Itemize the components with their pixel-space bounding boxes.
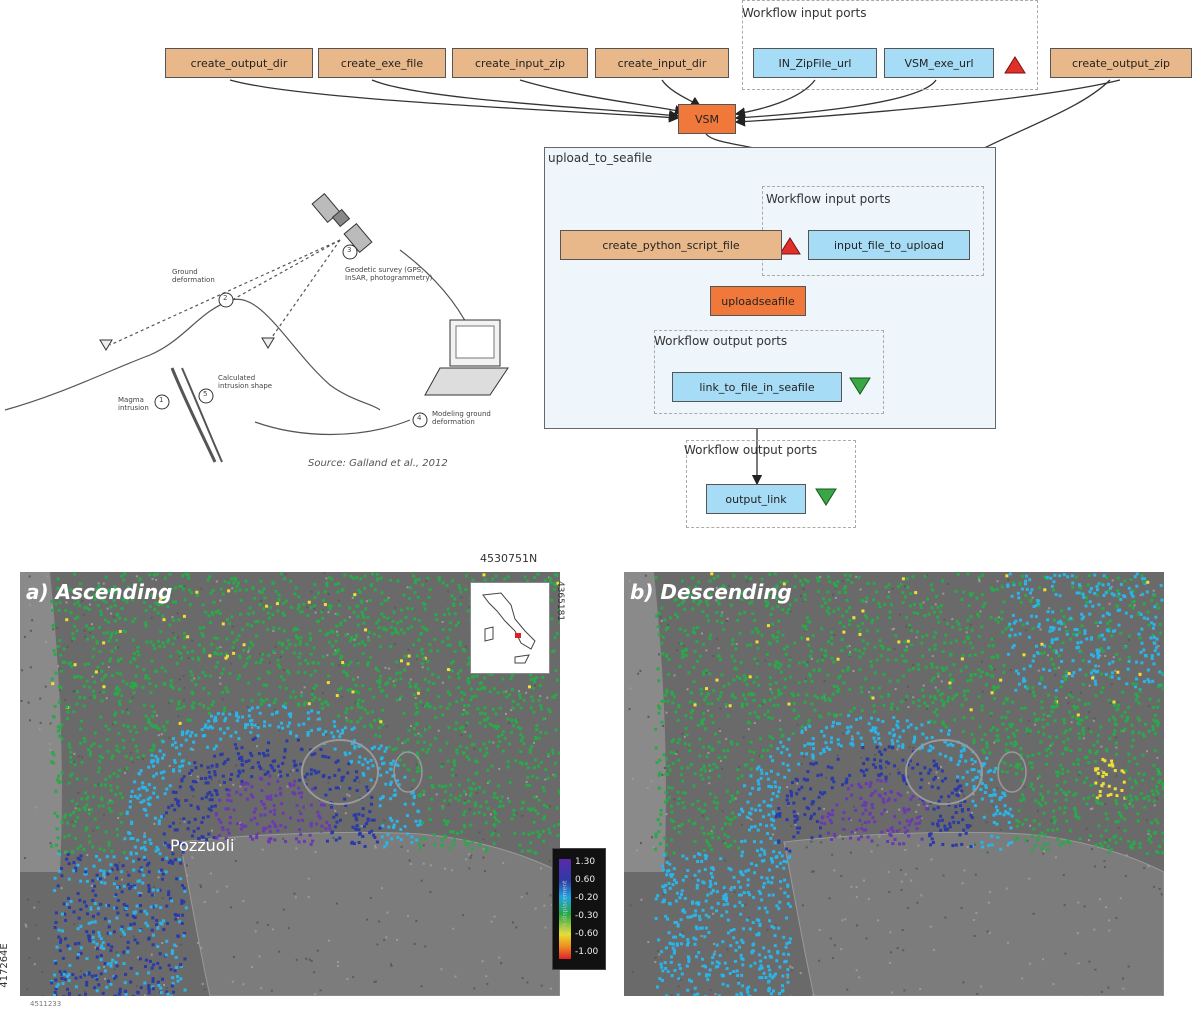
coord-top: 4530751N [480,552,538,565]
outer-output-ports-frame [686,440,856,528]
legend-tick: 0.60 [575,875,596,885]
map-descending-svg [624,572,1164,996]
node-link-to-file-in-seafile[interactable]: link_to_file_in_seafile [672,372,842,402]
magma-dike [170,367,217,463]
place-pozzuoli: Pozzuoli [170,836,235,855]
upload-group-label: upload_to_seafile [548,151,653,165]
step-numbers [154,244,428,428]
node-create-exe-file[interactable]: create_exe_file [318,48,446,78]
node-output-link[interactable]: output_link [706,484,806,514]
legend-tick: -0.20 [575,893,599,903]
edge-exe-file-vsm [371,79,680,121]
legend-tick: -0.60 [575,929,599,939]
label-modeling-deformation: Modeling ground deformation [432,410,491,426]
panel-b-title: b) Descending [630,580,792,604]
outer-output-ports-label: Workflow output ports [684,443,818,457]
label-magma-intrusion: Magma intrusion [118,396,149,412]
legend-tick: -1.00 [575,947,599,957]
outer-output-port-triangle-icon [815,488,837,506]
cycle-arc-bottom [254,419,411,436]
satellite-icon [311,192,373,254]
edge-outzip-vsm [734,79,1121,127]
italy-outline [482,592,536,650]
node-create-input-zip[interactable]: create_input_zip [452,48,588,78]
node-uploadseafile[interactable]: uploadseafile [710,286,806,316]
survey-ray-2 [231,239,341,301]
displacement-legend: LOS displacement 1.30 0.60 -0.20 -0.30 -… [552,848,606,970]
map-panel-descending: b) Descending [624,572,1164,996]
node-vsm-exe-url[interactable]: VSM_exe_url [884,48,994,78]
node-input-file-to-upload[interactable]: input_file_to_upload [808,230,970,260]
map-panel-ascending: a) Ascending Pozzuoli [20,572,560,996]
sketch-source: Source: Galland et al., 2012 [308,458,448,469]
node-create-output-zip[interactable]: create_output_zip [1050,48,1192,78]
legend-colorbar [559,859,571,959]
panel-a-title: a) Ascending [26,580,173,604]
step-number-4: 4 [417,414,422,422]
node-create-python-script-file[interactable]: create_python_script_file [560,230,782,260]
inner-output-ports-frame [654,330,884,414]
gps-stations [99,337,275,351]
label-ground-deformation: Ground deformation [172,268,215,284]
study-area-marker [515,633,521,638]
cycle-arc-right [399,249,471,331]
magma-dike-2 [181,367,223,463]
edge-exeurl-vsm [734,79,937,123]
step-number-1: 1 [159,396,164,404]
legend-tick: 1.30 [575,857,596,867]
inner-output-port-triangle-icon [849,377,871,395]
italy-inset [470,582,550,674]
step-number-2: 2 [223,294,228,302]
legend-unit: LOS displacement [561,880,569,935]
step-number-3: 3 [347,246,352,254]
label-calculated-intrusion: Calculated intrusion shape [218,374,273,390]
inner-input-ports-label: Workflow input ports [766,192,891,206]
coord-bottom: 4511233 [30,1000,62,1008]
node-vsm[interactable]: VSM [678,104,736,134]
input-ports-frame [742,0,1038,90]
survey-ray-3 [269,239,341,341]
step-number-5: 5 [203,390,208,398]
inner-input-port-triangle-icon [779,237,801,255]
label-geodetic-survey: Geodetic survey (GPS, InSAR, photogramme… [345,266,433,282]
survey-ray-1 [109,239,341,346]
input-port-triangle-icon [1004,56,1026,74]
node-create-input-dir[interactable]: create_input_dir [595,48,729,78]
node-in-zipfile-url[interactable]: IN_ZipFile_url [753,48,877,78]
laptop-icon [424,319,509,396]
edge-input-zip-vsm [519,79,686,116]
edge-output-dir-vsm [229,79,680,123]
coord-left: 417264E [0,943,10,988]
input-ports-label: Workflow input ports [742,6,867,20]
node-create-output-dir[interactable]: create_output_dir [165,48,313,78]
coord-right: 4365181 [555,580,566,622]
inner-output-ports-label: Workflow output ports [654,334,788,348]
legend-tick: -0.30 [575,911,599,921]
